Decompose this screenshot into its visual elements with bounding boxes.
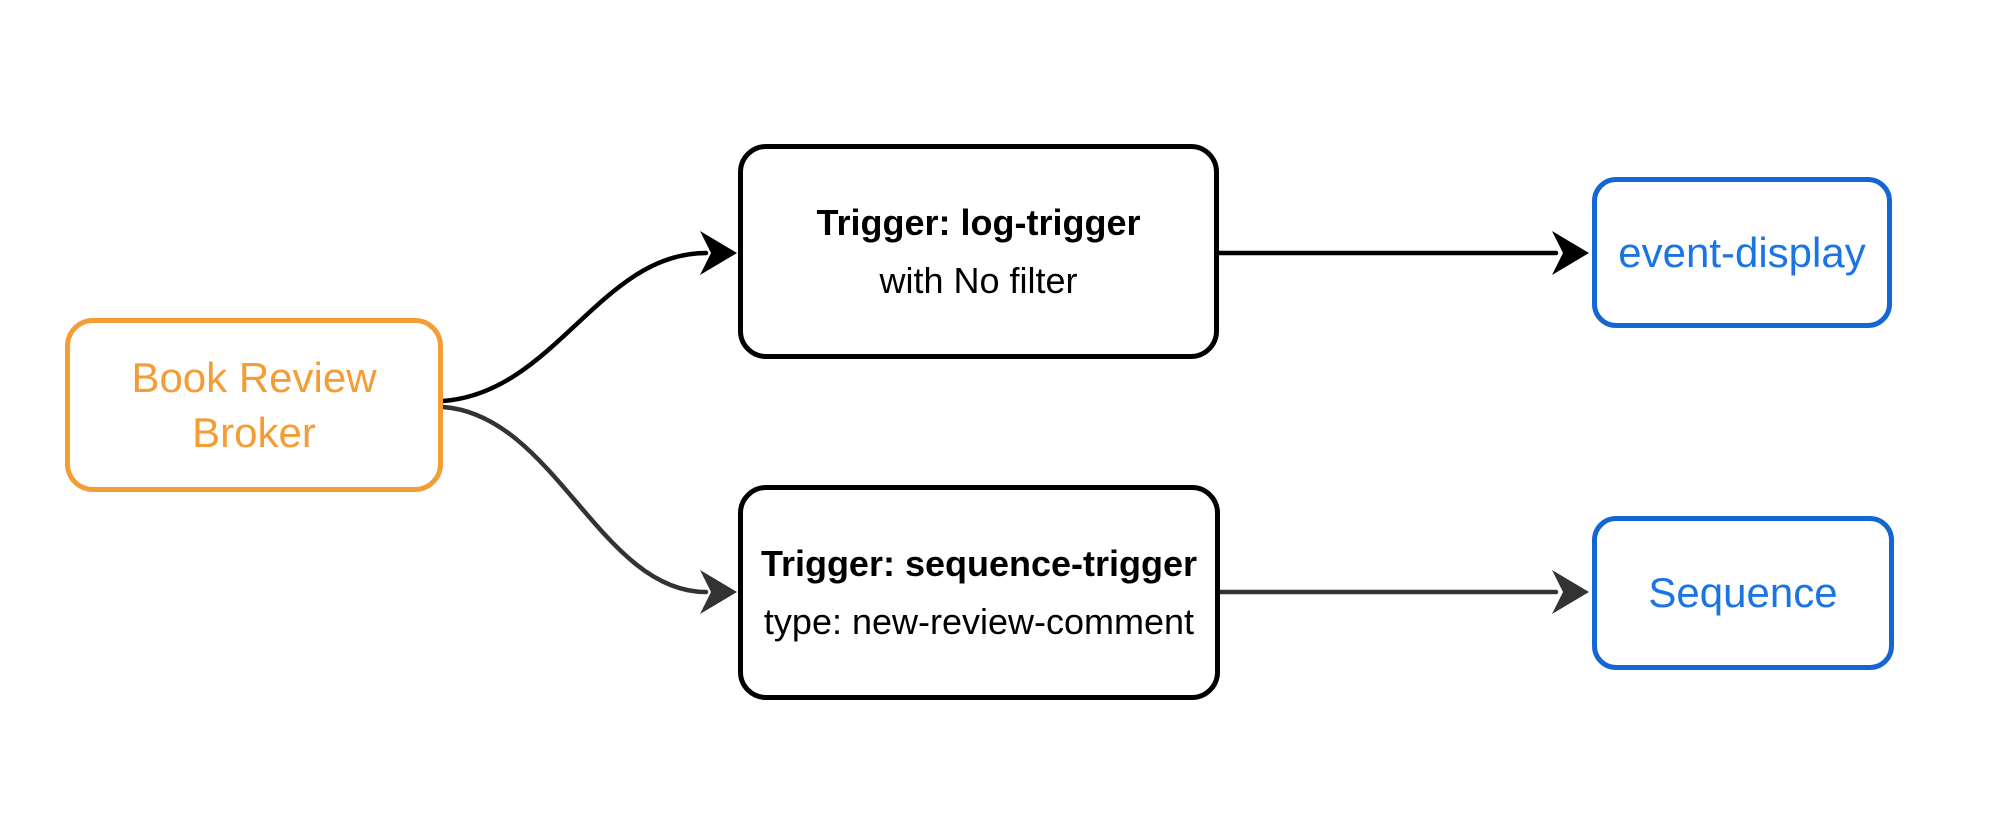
trigger-sequence-subtitle: type: new-review-comment — [763, 600, 1195, 642]
node-trigger-log: Trigger: log-trigger with No filter — [738, 144, 1219, 359]
broker-label-line1: Book Review — [131, 354, 377, 401]
arrowhead-event-display-icon — [1552, 231, 1589, 275]
node-sequence: Sequence — [1592, 516, 1894, 670]
trigger-log-title: Trigger: log-trigger — [816, 201, 1141, 243]
trigger-log-subtitle: with No filter — [879, 259, 1078, 301]
node-book-review-broker: Book Review Broker — [65, 318, 443, 492]
node-trigger-sequence: Trigger: sequence-trigger type: new-revi… — [738, 485, 1220, 700]
event-display-label: event-display — [1618, 228, 1866, 276]
arrowhead-log-trigger-icon — [700, 231, 737, 275]
node-event-display: event-display — [1592, 177, 1892, 328]
sequence-label: Sequence — [1648, 569, 1838, 616]
broker-label-line2: Broker — [192, 409, 316, 456]
arrowhead-sequence-trigger-icon — [700, 570, 737, 614]
arrowhead-sequence-icon — [1552, 570, 1589, 614]
edge-broker-to-sequence-trigger — [440, 404, 709, 595]
trigger-sequence-title: Trigger: sequence-trigger — [760, 542, 1198, 584]
edge-broker-to-log-trigger — [440, 250, 709, 404]
